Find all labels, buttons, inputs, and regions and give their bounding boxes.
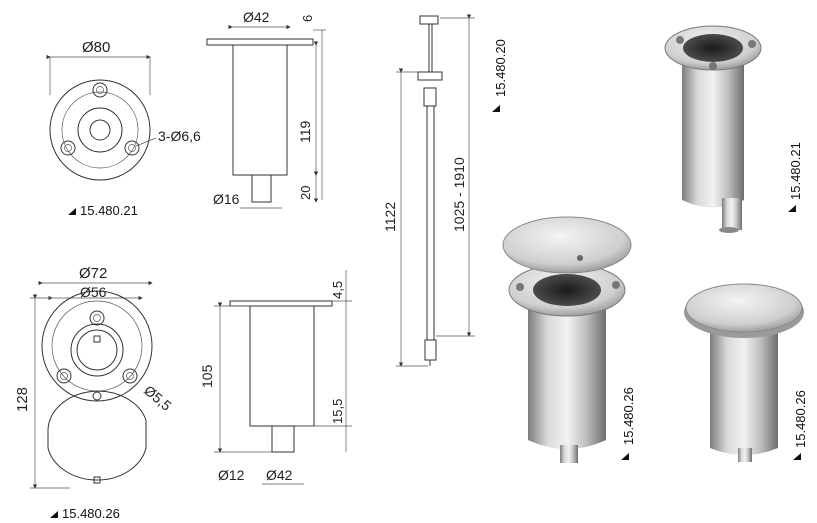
caption-15-480-26: 15.480.26 <box>62 506 120 521</box>
caption-marker-icon <box>788 205 796 212</box>
photo-socket-15-480-21: 15.480.21 <box>664 25 803 233</box>
caption-marker-icon <box>50 511 58 518</box>
dim-6: 6 <box>300 15 315 22</box>
top-side-drawing: Ø42 6 119 20 Ø16 <box>206 9 326 209</box>
photo-socket-lid-closed: 15.480.26 <box>684 283 808 462</box>
dim-dia-42-bottom: Ø42 <box>266 467 293 483</box>
bottom-side-drawing: 4,5 105 15,5 Ø12 Ø42 <box>199 270 352 485</box>
caption-15-480-21: 15.480.21 <box>80 203 138 218</box>
caption-15-480-20: 15.480.20 <box>493 39 508 97</box>
dim-dia-56: Ø56 <box>80 284 107 300</box>
dim-4-5: 4,5 <box>330 281 345 299</box>
dim-holes-6-6: 3-Ø6,6 <box>158 128 201 144</box>
dim-119: 119 <box>297 120 313 143</box>
dim-1025-1910: 1025 - 1910 <box>451 157 467 232</box>
caption-marker-icon <box>492 105 500 112</box>
dim-dia-5-5: Ø5,5 <box>141 382 175 414</box>
dim-dia-12: Ø12 <box>218 467 245 483</box>
dim-20: 20 <box>298 186 313 200</box>
photo-caption-lid-closed: 15.480.26 <box>793 390 808 448</box>
pole-drawing: 1122 1025 - 1910 15.480.20 <box>382 14 508 367</box>
caption-marker-icon <box>793 453 801 460</box>
photo-caption-15-480-21: 15.480.21 <box>788 142 803 200</box>
dim-1122: 1122 <box>382 202 398 232</box>
caption-marker-icon <box>68 208 76 215</box>
dim-15-5: 15,5 <box>330 399 345 424</box>
dim-dia-16: Ø16 <box>213 191 240 207</box>
top-plan-drawing: Ø80 3-Ø6,6 15.480.21 <box>46 39 201 218</box>
dim-dia-42: Ø42 <box>243 9 270 25</box>
dim-dia-72: Ø72 <box>79 265 107 282</box>
dim-128: 128 <box>14 387 31 412</box>
bottom-plan-drawing: Ø72 Ø56 Ø5,5 128 15.480.26 <box>14 265 175 521</box>
photo-socket-lid-open: 15.480.26 <box>502 216 636 463</box>
dim-dia-80: Ø80 <box>82 39 110 56</box>
dim-105: 105 <box>199 364 215 388</box>
caption-marker-icon <box>621 453 629 460</box>
photo-caption-lid-open: 15.480.26 <box>621 387 636 445</box>
